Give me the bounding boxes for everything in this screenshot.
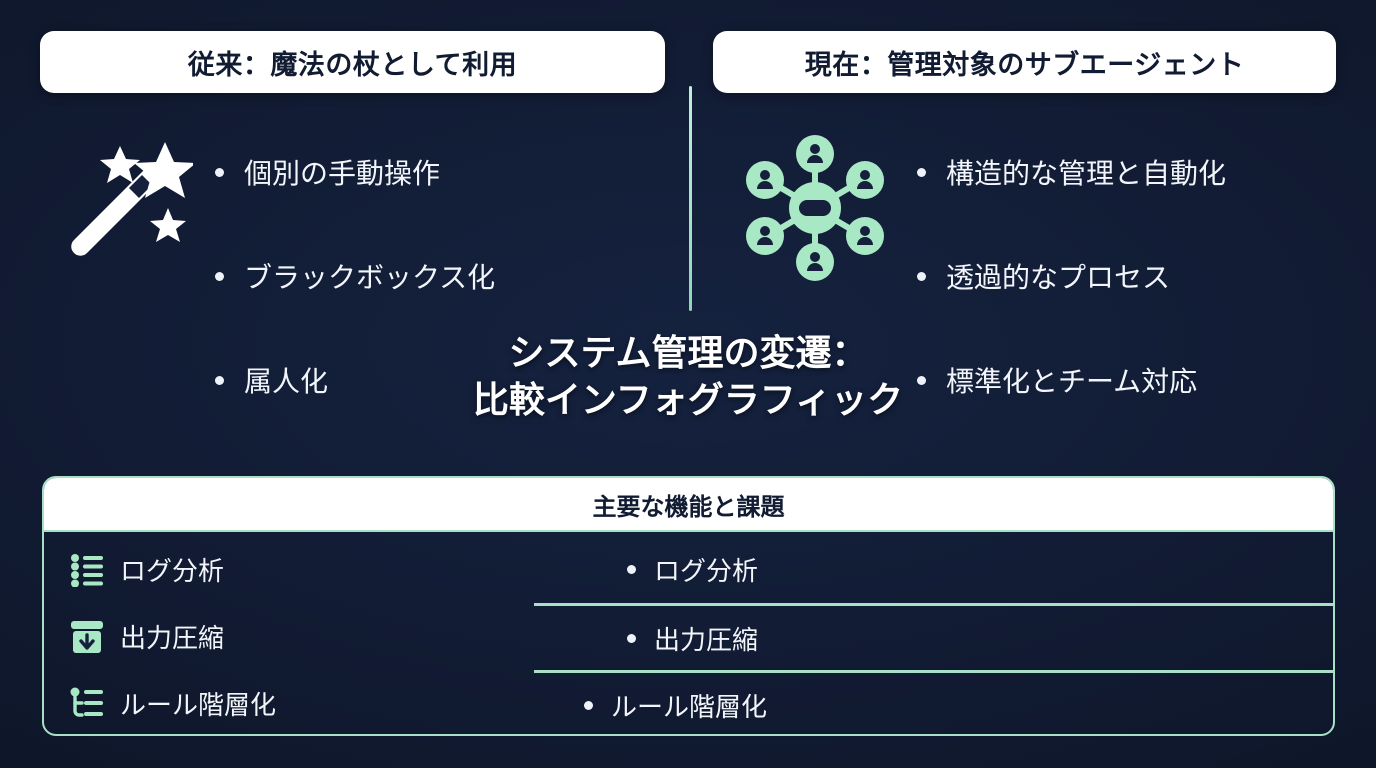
legacy-bullet-label: 属人化 xyxy=(244,366,329,397)
legacy-bullet-label: ブラックボックス化 xyxy=(244,262,496,293)
table-row: ログ分析 xyxy=(534,536,1333,603)
bullet-dot-icon xyxy=(627,565,636,574)
feature-label: 出力圧縮 xyxy=(120,623,225,653)
table-row: 出力圧縮 xyxy=(534,603,1333,670)
current-bullet-label: 構造的な管理と自動化 xyxy=(946,158,1227,189)
features-issues-panel: 主要な機能と課題 ロ xyxy=(42,476,1335,736)
column-legacy: 個別の手動操作 ブラックボックス化 属人化 xyxy=(40,120,670,432)
issue-label: 出力圧縮 xyxy=(654,624,759,655)
list-item: 個別の手動操作 xyxy=(215,120,670,224)
table-row: ルール階層化 xyxy=(44,670,534,734)
header-pill-legacy: 従来：魔法の杖として利用 xyxy=(40,31,665,93)
list-item: 透過的なプロセス xyxy=(917,224,1342,328)
bullet-dot-icon xyxy=(584,700,593,710)
legacy-bullet-label: 個別の手動操作 xyxy=(244,158,441,189)
table-row: ログ分析 xyxy=(44,536,534,603)
list-item: ブラックボックス化 xyxy=(215,224,670,328)
current-bullet-list: 構造的な管理と自動化 透過的なプロセス 標準化とチーム対応 xyxy=(917,120,1342,432)
issues-column: ログ分析 出力圧縮 ルール階層化 xyxy=(534,532,1333,734)
current-bullet-label: 標準化とチーム対応 xyxy=(946,366,1198,397)
bullet-dot-icon xyxy=(627,633,636,643)
header-pill-current-label: 現在：管理対象のサブエージェント xyxy=(804,49,1245,80)
list-item: 構造的な管理と自動化 xyxy=(917,120,1342,224)
feature-label: ルール階層化 xyxy=(120,690,277,720)
bullet-dot-icon xyxy=(917,167,926,177)
panel-title: 主要な機能と課題 xyxy=(592,493,785,521)
bullet-dot-icon xyxy=(215,375,224,385)
current-bullet-label: 透過的なプロセス xyxy=(946,262,1171,293)
bullet-dot-icon xyxy=(917,375,926,385)
table-row: 出力圧縮 xyxy=(44,603,534,670)
network-hub-icon xyxy=(712,120,917,288)
panel-header: 主要な機能と課題 xyxy=(44,478,1333,532)
list-item: 属人化 xyxy=(215,328,670,432)
column-current: 構造的な管理と自動化 透過的なプロセス 標準化とチーム対応 xyxy=(712,120,1342,432)
issue-label: ルール階層化 xyxy=(611,691,768,722)
list-item: 標準化とチーム対応 xyxy=(917,328,1342,432)
magic-wand-icon xyxy=(40,120,215,274)
issue-label: ログ分析 xyxy=(654,556,759,586)
legacy-bullet-list: 個別の手動操作 ブラックボックス化 属人化 xyxy=(215,120,670,432)
bullet-dot-icon xyxy=(215,167,224,177)
feature-label: ログ分析 xyxy=(120,556,225,586)
features-column: ログ分析 出力圧縮 xyxy=(44,532,534,734)
bullet-dot-icon xyxy=(215,271,224,281)
header-pill-legacy-label: 従来：魔法の杖として利用 xyxy=(187,49,518,80)
hierarchy-list-icon xyxy=(70,687,110,721)
table-row: ルール階層化 xyxy=(534,670,1333,734)
list-icon xyxy=(70,553,110,587)
archive-download-icon xyxy=(70,620,110,654)
bullet-dot-icon xyxy=(917,271,926,281)
header-pill-current: 現在：管理対象のサブエージェント xyxy=(713,31,1336,93)
column-divider xyxy=(689,86,692,311)
